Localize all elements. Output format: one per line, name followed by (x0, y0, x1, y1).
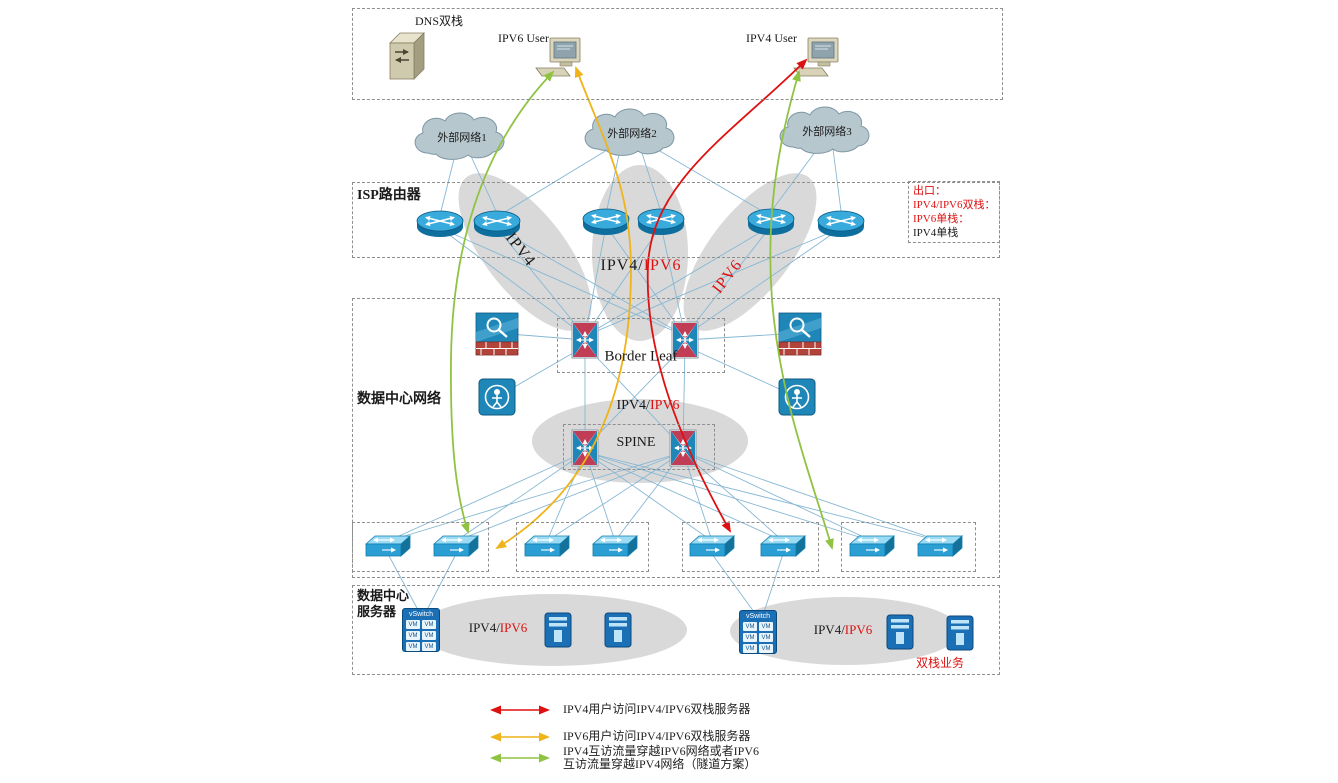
exit-note-line1: 出口： (913, 185, 946, 197)
ipv6-user-traffic-arrow (495, 66, 632, 550)
isp-section-title: ISP路由器 (357, 188, 421, 203)
spine-dual-label-red: IPV6 (649, 398, 680, 413)
leaf-switch-icon (366, 536, 410, 556)
vm-box: VM (743, 622, 757, 631)
legend-arrows (490, 705, 550, 763)
dc-server-title: 数据中心 服务器 (357, 588, 409, 620)
leaf-switch-icon (690, 536, 734, 556)
vm-box: VM (743, 633, 757, 642)
path-dual-label-red: IPV6 (643, 257, 682, 274)
exit-note-line3: IPV6单栈： (913, 213, 970, 225)
traffic-arrows (450, 58, 834, 550)
vm-box: VM (406, 620, 420, 629)
server-icon (604, 612, 632, 648)
vm-box: VM (759, 644, 773, 653)
legend-row3-line1: IPV4互访流量穿越IPV6网络或者IPV6 (563, 744, 760, 758)
vswitch-label: vSwitch (408, 611, 434, 618)
legend-row1-label: IPV4用户访问IPV4/IPV6双栈服务器 (563, 702, 751, 716)
vm-box: VM (422, 631, 436, 640)
firewall-icon (474, 311, 520, 357)
legend-row3-line2: 互访流量穿越IPV4网络（隧道方案） (563, 757, 757, 771)
tunnel-traffic-arrow-right (769, 70, 834, 550)
dc-server-title-line1: 数据中心 (357, 588, 410, 603)
exit-note-line2: IPV4/IPV6双栈： (913, 199, 996, 211)
load-balancer-icon (478, 378, 516, 416)
border-leaf-label: Border Leaf (604, 348, 678, 365)
vswitch-icon: vSwitch VM VM VM VM VM VM (402, 608, 440, 652)
path-dual-label: IPV4/IPV6 (600, 257, 681, 275)
ipv4-user-pc-icon (793, 37, 839, 77)
vswitch-icon: vSwitch VM VM VM VM VM VM (739, 610, 777, 654)
vswitch-label: vSwitch (745, 613, 771, 620)
vm-grid: VM VM VM VM VM VM (406, 620, 436, 651)
cloud-2-label: 外部网络2 (607, 128, 657, 140)
server-icon (886, 614, 914, 650)
vm-box: VM (422, 642, 436, 651)
dns-label: DNS双栈 (415, 14, 464, 28)
firewall-icon (777, 311, 823, 357)
vm-box: VM (743, 644, 757, 653)
ipv4-user-label: IPV4 User (746, 31, 797, 45)
server-group-left-label-red: IPV6 (499, 620, 528, 635)
vm-box: VM (422, 620, 436, 629)
tunnel-traffic-arrow-left (450, 70, 555, 534)
path-dual-label-black: IPV4/ (600, 257, 644, 274)
spine-label: SPINE (616, 435, 656, 450)
dc-server-title-line2: 服务器 (357, 604, 397, 619)
device-icons (366, 33, 974, 651)
server-group-right-label-black: IPV4/ (813, 622, 845, 637)
leaf-switch-icon (761, 536, 805, 556)
exit-note-line4: IPV4单栈 (913, 227, 959, 239)
cloud-1-label: 外部网络1 (437, 132, 487, 144)
leaf-switch-icon (434, 536, 478, 556)
exit-note: 出口： IPV4/IPV6双栈： IPV6单栈： IPV4单栈 (913, 184, 996, 240)
server-icon (946, 615, 974, 651)
vm-box: VM (759, 633, 773, 642)
vm-box: VM (406, 642, 420, 651)
vm-grid: VM VM VM VM VM VM (743, 622, 773, 653)
spine-dual-label-black: IPV4/ (616, 398, 650, 413)
server-group-left-label: IPV4/IPV6 (469, 620, 528, 636)
isp-router-icon (583, 209, 629, 235)
ipv4-user-traffic-arrow (646, 58, 808, 533)
dns-server-icon (390, 33, 424, 79)
isp-router-icon (818, 211, 864, 237)
vm-box: VM (759, 622, 773, 631)
leaf-switch-icon (525, 536, 569, 556)
dc-network-title: 数据中心网络 (357, 392, 441, 407)
leaf-switch-icon (918, 536, 962, 556)
server-group-left-label-black: IPV4/ (468, 620, 500, 635)
server-group-right-label-red: IPV6 (844, 622, 873, 637)
isp-router-icon (417, 211, 463, 237)
cloud-3-label: 外部网络3 (802, 126, 852, 138)
dual-stack-note: 双栈业务 (916, 656, 965, 670)
border-leaf-switch-icon (572, 322, 598, 358)
legend-row3-label: IPV4互访流量穿越IPV6网络或者IPV6 互访流量穿越IPV4网络（隧道方案… (563, 745, 759, 771)
legend-row2-label: IPV6用户访问IPV4/IPV6双栈服务器 (563, 729, 751, 743)
spine-dual-label: IPV4/IPV6 (616, 398, 679, 414)
leaf-switch-icon (850, 536, 894, 556)
server-group-right-label: IPV4/IPV6 (814, 622, 873, 638)
server-icon (544, 612, 572, 648)
vm-box: VM (406, 631, 420, 640)
ipv6-user-label: IPV6 User (498, 31, 549, 45)
leaf-switch-icon (593, 536, 637, 556)
